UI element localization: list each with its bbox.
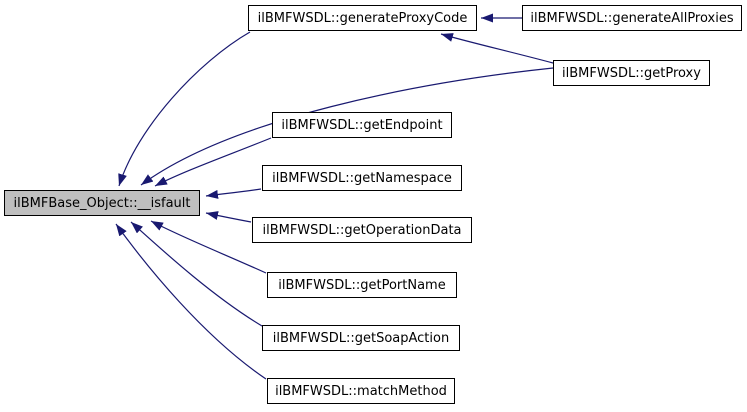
graph-node-matchMethod[interactable]: ilBMFWSDL::matchMethod [267, 378, 455, 404]
graph-node-getNamespace[interactable]: ilBMFWSDL::getNamespace [262, 165, 462, 191]
edge-getEndpoint-to-isfault [154, 137, 272, 187]
edge-getProxy-to-isfault [140, 67, 554, 186]
graph-node-getOperationData[interactable]: ilBMFWSDL::getOperationData [252, 217, 472, 243]
edge-getSoapAction-to-isfault [130, 221, 263, 327]
graph-node-getSoapAction[interactable]: ilBMFWSDL::getSoapAction [262, 325, 460, 351]
edge-getProxy-to-generateProxyCode [440, 33, 554, 64]
edge-generateProxyCode-to-isfault [118, 31, 251, 187]
edge-getNamespace-to-isfault [205, 188, 262, 199]
graph-node-getProxy[interactable]: ilBMFWSDL::getProxy [553, 60, 710, 86]
edge-matchMethod-to-isfault [115, 223, 267, 380]
graph-node-getEndpoint[interactable]: ilBMFWSDL::getEndpoint [272, 112, 452, 138]
graph-node-isfault: ilBMFBase_Object::__isfault [4, 190, 200, 216]
graph-node-getPortName[interactable]: ilBMFWSDL::getPortName [267, 272, 457, 298]
graph-node-generateProxyCode[interactable]: ilBMFWSDL::generateProxyCode [248, 5, 477, 31]
edge-getOperationData-to-isfault [205, 211, 252, 223]
graph-node-generateAllProxies[interactable]: ilBMFWSDL::generateAllProxies [522, 5, 742, 31]
edge-getPortName-to-isfault [150, 220, 267, 274]
